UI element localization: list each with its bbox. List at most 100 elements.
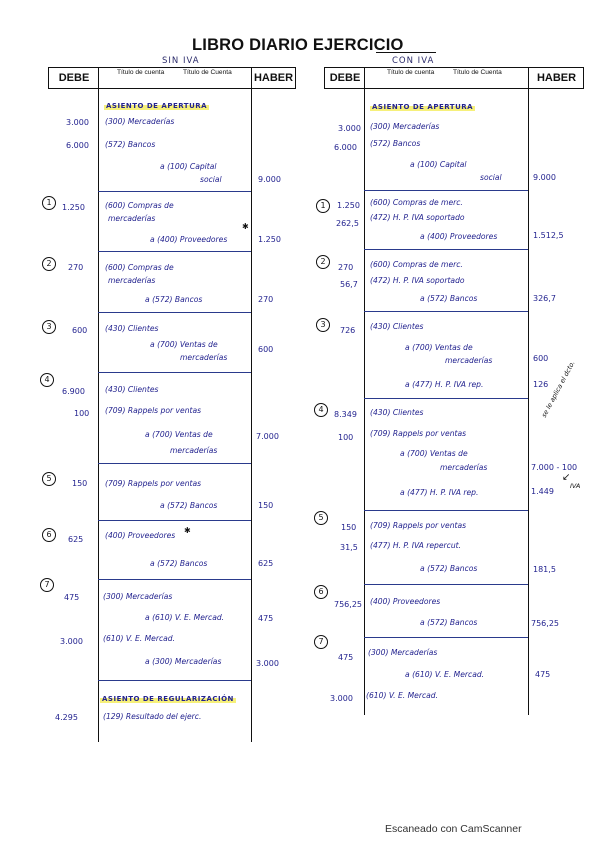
left-e7-account-4: a (300) Mercaderías: [145, 657, 222, 666]
left-e7-account-1: (300) Mercaderías: [103, 592, 173, 601]
left-e1-account-2: a (400) Proveedores: [150, 235, 228, 244]
left-e2-debe-1: 270: [68, 263, 84, 272]
right-titulo-header-1: Título de cuenta: [387, 69, 435, 76]
right-e0-account-3: a (100) Capital: [410, 160, 467, 169]
left-e4-account-3: a (700) Ventas de: [145, 430, 213, 439]
right-e4-account-4: a (477) H. P. IVA rep.: [400, 488, 479, 497]
left-titulo-header-2: Título de Cuenta: [183, 69, 232, 76]
left-e3-number: 3: [42, 320, 56, 334]
right-e3-debe-1: 726: [340, 326, 356, 335]
left-e6-account-2: a (572) Bancos: [150, 559, 208, 568]
left-e3-account-2b: mercaderías: [180, 353, 228, 362]
right-titulo-header-2: Título de Cuenta: [453, 69, 502, 76]
right-separator-2: [364, 249, 528, 250]
right-e2-number: 2: [316, 255, 330, 269]
left-e7-account-3: (610) V. E. Mercad.: [103, 634, 176, 643]
right-e3-haber-1: 600: [533, 354, 549, 363]
left-e5-haber-1: 150: [258, 501, 274, 510]
right-e2-account-3: a (572) Bancos: [420, 294, 478, 303]
left-e0-haber-1: 9.000: [258, 175, 281, 184]
left-e5-account-2: a (572) Bancos: [160, 501, 218, 510]
right-separator-3: [364, 311, 528, 312]
right-e7-account-2: a (610) V. E. Mercad.: [405, 670, 485, 679]
right-e4-account-3: a (700) Ventas de: [400, 449, 468, 458]
right-e5-account-1: (709) Rappels por ventas: [370, 521, 467, 530]
left-e8-debe-1: 4.295: [55, 713, 78, 722]
right-e4-note-arrow-icon: ↙: [562, 472, 571, 483]
left-e7-debe-1: 475: [64, 593, 80, 602]
right-e6-debe-1: 756,25: [334, 600, 362, 609]
left-e0-account-3: a (100) Capital: [160, 162, 217, 171]
left-e6-account-1: (400) Proveedores: [105, 531, 176, 540]
right-e7-haber-1: 475: [535, 670, 551, 679]
right-e4-account-2: (709) Rappels por ventas: [370, 429, 467, 438]
left-e6-haber-1: 625: [258, 559, 274, 568]
left-table-header: DEBE Título de cuenta Título de Cuenta H…: [48, 67, 296, 89]
right-e4-haber-2: 1.449: [531, 487, 554, 496]
left-subtitle: SIN IVA: [162, 56, 200, 66]
page-title: LIBRO DIARIO EJERCICIO: [192, 36, 404, 54]
left-separator-6: [98, 520, 251, 521]
right-e1-account-3: a (400) Proveedores: [420, 232, 498, 241]
left-e4-haber-1: 7.000: [256, 432, 279, 441]
right-apertura-label: ASIENTO DE APERTURA: [370, 103, 476, 111]
right-e0-account-3b: social: [480, 173, 502, 182]
right-e6-haber-1: 756,25: [531, 619, 559, 628]
right-e2-debe-2: 56,7: [340, 280, 358, 289]
right-e3-number: 3: [316, 318, 330, 332]
left-separator-3: [98, 312, 251, 313]
right-e1-debe-1: 1.250: [337, 201, 360, 210]
left-separator-7: [98, 579, 251, 580]
left-e1-star-mark: ✱: [242, 222, 249, 231]
right-e3-account-1: (430) Clientes: [370, 322, 424, 331]
right-e4-account-3b: mercaderías: [440, 463, 488, 472]
right-e5-account-3: a (572) Bancos: [420, 564, 478, 573]
right-e4-account-1: (430) Clientes: [370, 408, 424, 417]
left-e5-number: 5: [42, 472, 56, 486]
right-e4-number: 4: [314, 403, 328, 417]
left-e3-debe-1: 600: [72, 326, 88, 335]
left-haber-divider: [251, 67, 252, 742]
left-e7-account-2: a (610) V. E. Mercad.: [145, 613, 225, 622]
left-e4-debe-1: 6.900: [62, 387, 85, 396]
right-e1-number: 1: [316, 199, 330, 213]
scanner-watermark: Escaneado con CamScanner: [385, 823, 522, 835]
title-blank-line: [376, 52, 436, 53]
right-separator-5: [364, 510, 528, 511]
right-e0-debe-1: 3.000: [338, 124, 361, 133]
right-e1-account-1: (600) Compras de merc.: [370, 198, 463, 207]
right-debe-divider: [364, 67, 365, 715]
left-e7-number: 7: [40, 578, 54, 592]
right-e4-debe-1: 8.349: [334, 410, 357, 419]
right-e4-note: se le aplica el dcto.: [540, 359, 577, 419]
right-separator-1: [364, 190, 528, 191]
right-e3-haber-2: 126: [533, 380, 549, 389]
right-e0-haber-1: 9.000: [533, 173, 556, 182]
right-e2-debe-1: 270: [338, 263, 354, 272]
left-e6-number: 6: [42, 528, 56, 542]
left-e8-account-1: (129) Resultado del ejerc.: [103, 712, 202, 721]
left-e4-account-1: (430) Clientes: [105, 385, 159, 394]
right-debe-header: DEBE: [329, 72, 361, 84]
right-e4-note-iva: IVA: [570, 482, 581, 490]
right-subtitle: CON IVA: [392, 56, 435, 66]
left-e7-haber-2: 3.000: [256, 659, 279, 668]
right-e3-account-3: a (477) H. P. IVA rep.: [405, 380, 484, 389]
left-e0-debe-1: 3.000: [66, 118, 89, 127]
right-e6-account-1: (400) Proveedores: [370, 597, 441, 606]
left-e3-account-1: (430) Clientes: [105, 324, 159, 333]
left-e0-account-3b: social: [200, 175, 222, 184]
right-e2-account-2: (472) H. P. IVA soportado: [370, 276, 465, 285]
left-e2-account-1: (600) Compras de: [105, 263, 174, 272]
left-e1-debe-1: 1.250: [62, 203, 85, 212]
right-e7-account-1: (300) Mercaderías: [368, 648, 438, 657]
left-e7-haber-1: 475: [258, 614, 274, 623]
right-e2-account-1: (600) Compras de merc.: [370, 260, 463, 269]
right-e1-debe-2: 262,5: [336, 219, 359, 228]
left-separator-1: [98, 191, 251, 192]
left-e4-number: 4: [40, 373, 54, 387]
right-e1-account-2: (472) H. P. IVA soportado: [370, 213, 465, 222]
left-e1-account-1: (600) Compras de: [105, 201, 174, 210]
right-e5-debe-1: 150: [341, 523, 357, 532]
left-debe-header: DEBE: [58, 72, 90, 84]
